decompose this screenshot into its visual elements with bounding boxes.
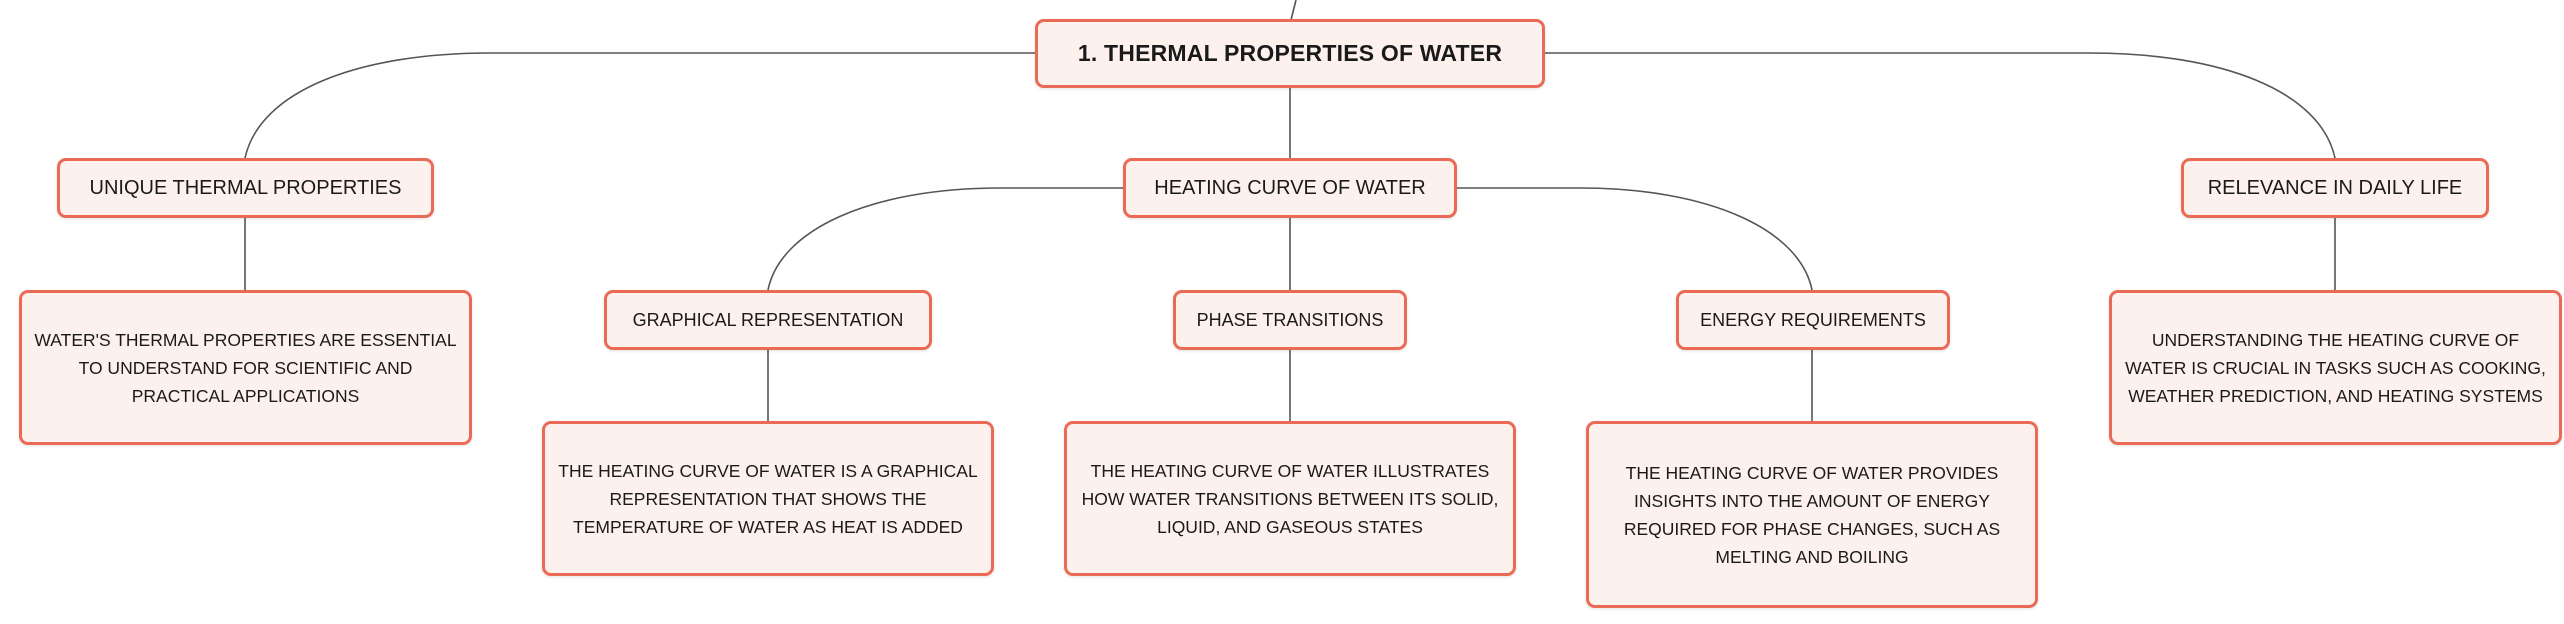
connector-root-to-unique — [244, 52, 1037, 159]
topic-label: RELEVANCE IN DAILY LIFE — [2207, 176, 2463, 199]
note-relevance-in-daily-life[interactable]: UNDERSTANDING THE HEATING CURVE OF WATER… — [2109, 290, 2562, 445]
note-graphical-representation[interactable]: THE HEATING CURVE OF WATER IS A GRAPHICA… — [542, 421, 994, 576]
note-text: THE HEATING CURVE OF WATER PROVIDES INSI… — [1623, 462, 2001, 567]
connector-root-to-relevance — [1543, 52, 2336, 159]
note-unique-thermal-properties[interactable]: WATER'S THERMAL PROPERTIES ARE ESSENTIAL… — [19, 290, 472, 445]
subtopic-label: GRAPHICAL REPRESENTATION — [632, 309, 904, 330]
topic-label: UNIQUE THERMAL PROPERTIES — [89, 176, 402, 199]
topic-label: HEATING CURVE OF WATER — [1154, 176, 1426, 199]
root-topic-node[interactable]: 1. THERMAL PROPERTIES OF WATER — [1035, 19, 1545, 88]
connector-heating-to-energy — [1457, 187, 1813, 291]
subtopic-label: PHASE TRANSITIONS — [1196, 309, 1384, 330]
connector-parent-to-root — [1290, 0, 1297, 21]
subtopic-label: ENERGY REQUIREMENTS — [1700, 309, 1926, 330]
topic-relevance-in-daily-life[interactable]: RELEVANCE IN DAILY LIFE — [2181, 158, 2489, 218]
topic-heating-curve-of-water[interactable]: HEATING CURVE OF WATER — [1123, 158, 1457, 218]
note-text: WATER'S THERMAL PROPERTIES ARE ESSENTIAL… — [34, 329, 457, 406]
topic-unique-thermal-properties[interactable]: UNIQUE THERMAL PROPERTIES — [57, 158, 434, 218]
root-topic-label: 1. THERMAL PROPERTIES OF WATER — [1077, 40, 1503, 66]
connector-heating-to-graphical — [767, 187, 1123, 291]
subtopic-graphical-representation[interactable]: GRAPHICAL REPRESENTATION — [604, 290, 932, 350]
note-text: THE HEATING CURVE OF WATER IS A GRAPHICA… — [558, 460, 978, 537]
note-phase-transitions[interactable]: THE HEATING CURVE OF WATER ILLUSTRATES H… — [1064, 421, 1516, 576]
note-text: THE HEATING CURVE OF WATER ILLUSTRATES H… — [1081, 460, 1499, 537]
note-energy-requirements[interactable]: THE HEATING CURVE OF WATER PROVIDES INSI… — [1586, 421, 2038, 608]
note-text: UNDERSTANDING THE HEATING CURVE OF WATER… — [2125, 329, 2546, 406]
subtopic-energy-requirements[interactable]: ENERGY REQUIREMENTS — [1676, 290, 1950, 350]
subtopic-phase-transitions[interactable]: PHASE TRANSITIONS — [1173, 290, 1407, 350]
